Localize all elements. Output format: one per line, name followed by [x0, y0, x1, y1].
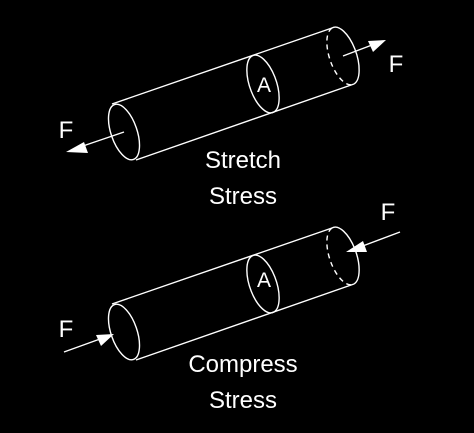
compress-right-end-front	[331, 226, 360, 285]
stretch-left-force-label: F	[59, 117, 74, 144]
compress-section-front	[251, 254, 280, 313]
compress-section-back	[246, 255, 275, 314]
stretch-stress-figure: A F F Stretch Stress	[59, 26, 404, 210]
compress-right-force-label: F	[381, 199, 396, 226]
stretch-area-label: A	[257, 74, 271, 97]
compress-left-end-face	[107, 303, 141, 361]
compress-left-force-label: F	[59, 316, 74, 343]
stretch-right-force-arrowhead	[368, 40, 386, 52]
stretch-caption-line1: Stretch	[205, 147, 281, 174]
stretch-cylinder-bottom-edge	[135, 83, 355, 161]
stretch-left-force-shaft	[79, 131, 125, 148]
stretch-right-end-front	[331, 26, 360, 85]
compress-caption-line1: Compress	[188, 351, 297, 378]
compress-right-end-back	[326, 227, 355, 286]
stretch-right-force-label: F	[389, 51, 404, 78]
compress-cylinder-top-edge	[111, 227, 333, 305]
compress-right-force-shaft	[359, 231, 401, 248]
compress-stress-figure: A F F Compress Stress	[59, 199, 401, 414]
stretch-right-force-shaft	[342, 44, 373, 57]
stretch-section-front	[251, 54, 280, 113]
compress-caption-line2: Stress	[209, 387, 277, 414]
stretch-caption-line2: Stress	[209, 183, 277, 210]
compress-left-force-arrowhead	[96, 334, 114, 346]
compress-left-force-shaft	[63, 338, 101, 353]
stretch-section-back	[246, 55, 275, 114]
stretch-cylinder-top-edge	[111, 27, 333, 105]
stretch-left-force-arrowhead	[66, 142, 88, 153]
stretch-right-end-back	[326, 27, 355, 86]
compress-cylinder-bottom-edge	[135, 283, 355, 361]
compress-right-force-arrowhead	[346, 241, 367, 252]
compress-area-label: A	[257, 269, 271, 292]
